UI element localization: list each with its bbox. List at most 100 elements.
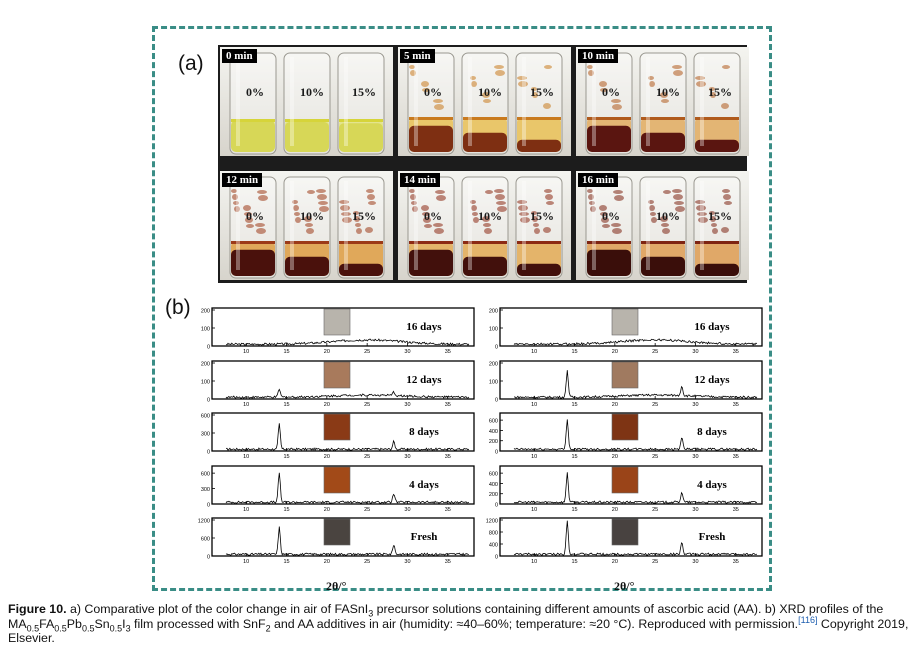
film-sample-photo (323, 518, 351, 546)
x-tick-label: 15 (283, 349, 289, 355)
y-tick-label: 0 (495, 397, 498, 403)
vial (461, 176, 509, 279)
x-tick-label: 20 (324, 559, 330, 565)
vials-illustration (576, 47, 749, 156)
x-tick-label: 10 (531, 402, 537, 408)
x-tick-label: 30 (692, 402, 698, 408)
concentration-label: 0% (424, 85, 442, 99)
time-label: 14 min (400, 173, 441, 187)
film-sample-photo (323, 308, 351, 336)
x-tick-label: 25 (364, 402, 370, 408)
x-tick-label: 30 (404, 454, 410, 460)
x-tick-label: 10 (243, 507, 249, 513)
xrd-spectrum (513, 338, 758, 346)
concentration-label: 10% (656, 209, 680, 223)
vials-illustration (576, 171, 749, 280)
vials-illustration (220, 171, 393, 280)
time-label: 10 min (578, 49, 619, 63)
x-tick-label: 20 (612, 454, 618, 460)
xrd-spectrum (225, 387, 470, 399)
y-tick-label: 1200 (486, 519, 498, 525)
x-tick-label: 25 (652, 402, 658, 408)
aging-time-label: Fresh (411, 531, 438, 543)
y-tick-label: 400 (489, 429, 498, 435)
xrd-spectrum (225, 338, 470, 346)
aging-time-label: 8 days (409, 426, 439, 438)
film-sample-photo (611, 413, 639, 441)
vial (693, 52, 741, 155)
vial (461, 52, 509, 155)
x-tick-label: 35 (445, 559, 451, 565)
x-tick-label: 10 (531, 349, 537, 355)
concentration-label: 0% (602, 85, 620, 99)
citation-link[interactable]: [116] (798, 614, 818, 625)
y-tick-label: 300 (201, 432, 210, 438)
x-tick-label: 15 (283, 454, 289, 460)
xrd-spectrum (513, 520, 757, 556)
film-sample-photo (611, 466, 639, 493)
concentration-label: 0% (246, 209, 264, 223)
vial (693, 176, 741, 279)
x-tick-label: 30 (692, 507, 698, 513)
concentration-label: 10% (656, 85, 680, 99)
x-tick-label: 35 (445, 349, 451, 355)
x-tick-label: 35 (733, 559, 739, 565)
x-tick-label: 15 (283, 507, 289, 513)
time-label: 16 min (578, 173, 619, 187)
y-tick-label: 100 (201, 327, 210, 333)
concentration-label: 15% (708, 85, 732, 99)
concentration-label: 0% (246, 85, 264, 99)
x-tick-label: 30 (404, 507, 410, 513)
y-tick-label: 600 (201, 471, 210, 477)
x-tick-label: 35 (733, 507, 739, 513)
y-tick-label: 0 (207, 555, 210, 561)
time-label: 0 min (222, 49, 257, 63)
aging-time-label: 16 days (694, 321, 730, 333)
vials-illustration (220, 47, 393, 156)
y-tick-label: 200 (489, 361, 498, 367)
y-tick-label: 0 (495, 450, 498, 456)
x-tick-label: 30 (692, 454, 698, 460)
x-tick-label: 10 (531, 559, 537, 565)
aging-time-label: 12 days (406, 374, 442, 386)
concentration-label: 15% (530, 209, 554, 223)
x-tick-label: 30 (692, 349, 698, 355)
y-tick-label: 0 (207, 450, 210, 456)
film-sample-photo (323, 413, 351, 441)
x-tick-label: 25 (364, 559, 370, 565)
x-tick-label: 25 (652, 454, 658, 460)
film-sample-photo (611, 308, 639, 336)
x-tick-label: 15 (571, 559, 577, 565)
aging-time-label: 4 days (409, 479, 439, 491)
x-tick-label: 15 (571, 402, 577, 408)
x-tick-label: 35 (733, 454, 739, 460)
x-tick-label: 20 (612, 559, 618, 565)
y-tick-label: 800 (489, 531, 498, 537)
x-tick-label: 30 (404, 349, 410, 355)
y-tick-label: 400 (489, 481, 498, 487)
vial (229, 52, 277, 155)
vial-photo: 10 min 0% 10% 15% (576, 47, 749, 156)
vial (337, 52, 385, 155)
xrd-xlabel-right: 2θ/° (614, 579, 635, 593)
y-tick-label: 200 (489, 492, 498, 498)
y-tick-label: 200 (201, 361, 210, 367)
aging-time-label: 16 days (406, 321, 442, 333)
x-tick-label: 10 (243, 349, 249, 355)
concentration-label: 15% (530, 85, 554, 99)
x-tick-label: 20 (612, 349, 618, 355)
y-tick-label: 200 (201, 309, 210, 315)
y-tick-label: 600 (489, 419, 498, 425)
panel-b-label: (b) (165, 296, 191, 319)
y-tick-label: 0 (495, 345, 498, 351)
x-tick-label: 25 (652, 349, 658, 355)
concentration-label: 10% (300, 209, 324, 223)
